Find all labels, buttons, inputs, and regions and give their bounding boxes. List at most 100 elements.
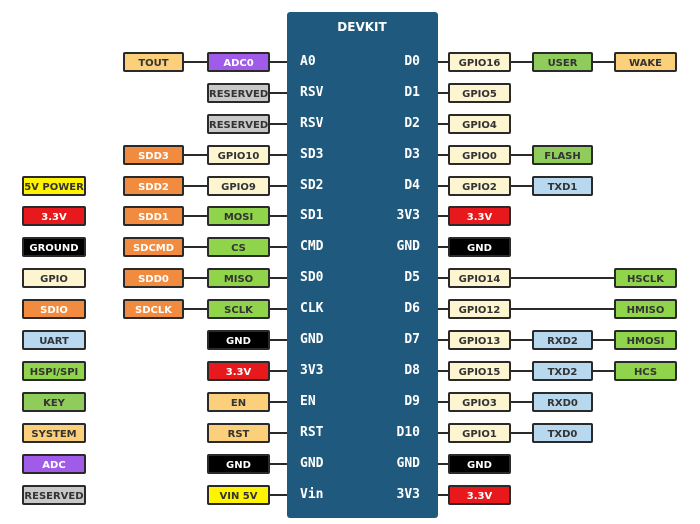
hmosi-label: HMOSI bbox=[614, 330, 677, 350]
connector-line bbox=[438, 185, 448, 187]
pin-left: GND bbox=[300, 456, 324, 471]
txd2-label: TXD2 bbox=[532, 361, 593, 381]
connector-line bbox=[270, 246, 287, 248]
vin-5v-label: VIN 5V bbox=[207, 485, 270, 505]
connector-line bbox=[270, 339, 287, 341]
pin-left: A0 bbox=[300, 54, 316, 69]
gpio2-label: GPIO2 bbox=[448, 176, 511, 196]
gpio1-label: GPIO1 bbox=[448, 423, 511, 443]
legend-5v-power: 5V POWER bbox=[22, 176, 86, 196]
gpio16-label: GPIO16 bbox=[448, 52, 511, 72]
pin-left: RSV bbox=[300, 116, 324, 131]
connector-line bbox=[270, 432, 287, 434]
connector-line bbox=[270, 463, 287, 465]
pin-right: GND bbox=[396, 239, 420, 254]
sdclk-label: SDCLK bbox=[123, 299, 184, 319]
connector-line bbox=[270, 154, 287, 156]
gpio3-label: GPIO3 bbox=[448, 392, 511, 412]
connector-line bbox=[438, 277, 448, 279]
connector-line bbox=[593, 61, 614, 63]
gpio10-label: GPIO10 bbox=[207, 145, 270, 165]
connector-line bbox=[270, 401, 287, 403]
gpio0-label: GPIO0 bbox=[448, 145, 511, 165]
pin-right: D6 bbox=[404, 301, 420, 316]
pin-left: SD0 bbox=[300, 270, 324, 285]
connector-line bbox=[270, 92, 287, 94]
adc0-label: ADC0 bbox=[207, 52, 270, 72]
sdd2-label: SDD2 bbox=[123, 176, 184, 196]
pin-left: 3V3 bbox=[300, 363, 324, 378]
tout-label: TOUT bbox=[123, 52, 184, 72]
connector-line bbox=[270, 370, 287, 372]
rxd2-label: RXD2 bbox=[532, 330, 593, 350]
legend-key: KEY bbox=[22, 392, 86, 412]
reserved-label: RESERVED bbox=[207, 83, 270, 103]
user-label: USER bbox=[532, 52, 593, 72]
connector-line bbox=[438, 123, 448, 125]
pin-right: D1 bbox=[404, 85, 420, 100]
reserved-label: RESERVED bbox=[207, 114, 270, 134]
legend-sdio: SDIO bbox=[22, 299, 86, 319]
legend-gpio: GPIO bbox=[22, 268, 86, 288]
flash-label: FLASH bbox=[532, 145, 593, 165]
connector-line bbox=[184, 215, 207, 217]
connector-line bbox=[270, 494, 287, 496]
gpio12-label: GPIO12 bbox=[448, 299, 511, 319]
cs-label: CS bbox=[207, 237, 270, 257]
power-33v-label: 3.3V bbox=[448, 485, 511, 505]
txd0-label: TXD0 bbox=[532, 423, 593, 443]
connector-line bbox=[438, 215, 448, 217]
connector-line bbox=[511, 339, 532, 341]
gnd-label: GND bbox=[448, 237, 511, 257]
connector-line bbox=[438, 401, 448, 403]
connector-line bbox=[438, 61, 448, 63]
gpio9-label: GPIO9 bbox=[207, 176, 270, 196]
pin-left: RSV bbox=[300, 85, 324, 100]
connector-line bbox=[184, 308, 207, 310]
connector-line bbox=[438, 154, 448, 156]
connector-line bbox=[270, 308, 287, 310]
pin-right: GND bbox=[396, 456, 420, 471]
pin-right: D2 bbox=[404, 116, 420, 131]
gpio15-label: GPIO15 bbox=[448, 361, 511, 381]
pin-left: GND bbox=[300, 332, 324, 347]
connector-line bbox=[184, 277, 207, 279]
legend-3v3: 3.3V bbox=[22, 206, 86, 226]
rxd0-label: RXD0 bbox=[532, 392, 593, 412]
txd1-label: TXD1 bbox=[532, 176, 593, 196]
connector-line bbox=[511, 154, 532, 156]
connector-line bbox=[511, 277, 614, 279]
connector-line bbox=[511, 370, 532, 372]
sdd3-label: SDD3 bbox=[123, 145, 184, 165]
connector-line bbox=[184, 185, 207, 187]
connector-line bbox=[438, 494, 448, 496]
pin-left: Vin bbox=[300, 487, 324, 502]
pin-right: D7 bbox=[404, 332, 420, 347]
legend-reserved: RESERVED bbox=[22, 485, 86, 505]
pin-right: 3V3 bbox=[396, 487, 420, 502]
legend-hspi-spi: HSPI/SPI bbox=[22, 361, 86, 381]
hmiso-label: HMISO bbox=[614, 299, 677, 319]
hcs-label: HCS bbox=[614, 361, 677, 381]
connector-line bbox=[438, 339, 448, 341]
connector-line bbox=[184, 154, 207, 156]
connector-line bbox=[184, 246, 207, 248]
pin-left: SD1 bbox=[300, 208, 324, 223]
pin-right: 3V3 bbox=[396, 208, 420, 223]
legend-system: SYSTEM bbox=[22, 423, 86, 443]
sclk-label: SCLK bbox=[207, 299, 270, 319]
rst-label: RST bbox=[207, 423, 270, 443]
sdd1-label: SDD1 bbox=[123, 206, 184, 226]
pin-right: D5 bbox=[404, 270, 420, 285]
connector-line bbox=[511, 401, 532, 403]
pin-right: D9 bbox=[404, 394, 420, 409]
legend-uart: UART bbox=[22, 330, 86, 350]
connector-line bbox=[438, 308, 448, 310]
pin-left: RST bbox=[300, 425, 324, 440]
power-33v-label: 3.3V bbox=[448, 206, 511, 226]
gpio13-label: GPIO13 bbox=[448, 330, 511, 350]
connector-line bbox=[593, 370, 614, 372]
connector-line bbox=[511, 185, 532, 187]
gpio4-label: GPIO4 bbox=[448, 114, 511, 134]
gnd-label: GND bbox=[207, 454, 270, 474]
